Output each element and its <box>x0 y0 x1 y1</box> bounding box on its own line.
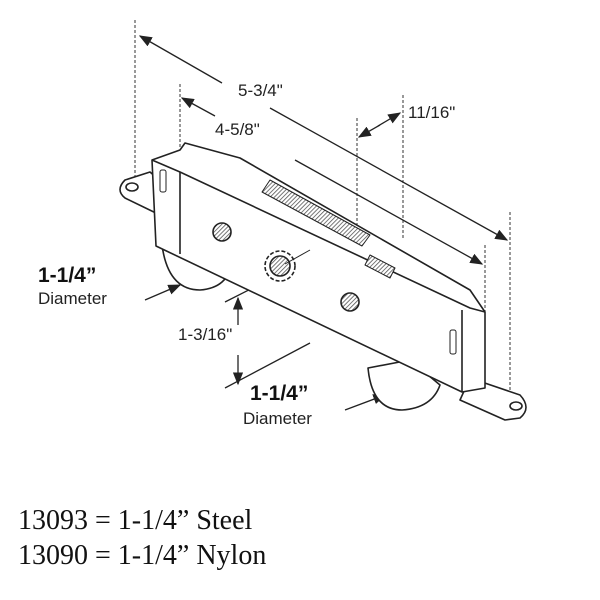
roller-housing <box>119 142 527 421</box>
left-wheel-size: 1-1/4” <box>38 264 96 287</box>
part-number-nylon: 13090 = 1-1/4” Nylon <box>18 540 267 571</box>
right-wheel-size: 1-1/4” <box>250 382 308 405</box>
part-number-steel: 13093 = 1-1/4” Steel <box>18 505 253 536</box>
right-wheel-label: Diameter <box>243 409 312 428</box>
left-wheel-label: Diameter <box>38 289 107 308</box>
rivet-hole <box>212 222 232 242</box>
dim-width: 11/16" <box>408 103 455 122</box>
dim-wheel-span: 4-5/8" <box>215 120 260 139</box>
rivet-hole <box>340 292 360 312</box>
dim-overall-length: 5-3/4" <box>238 81 283 100</box>
dim-axle-height: 1-3/16" <box>178 325 232 344</box>
